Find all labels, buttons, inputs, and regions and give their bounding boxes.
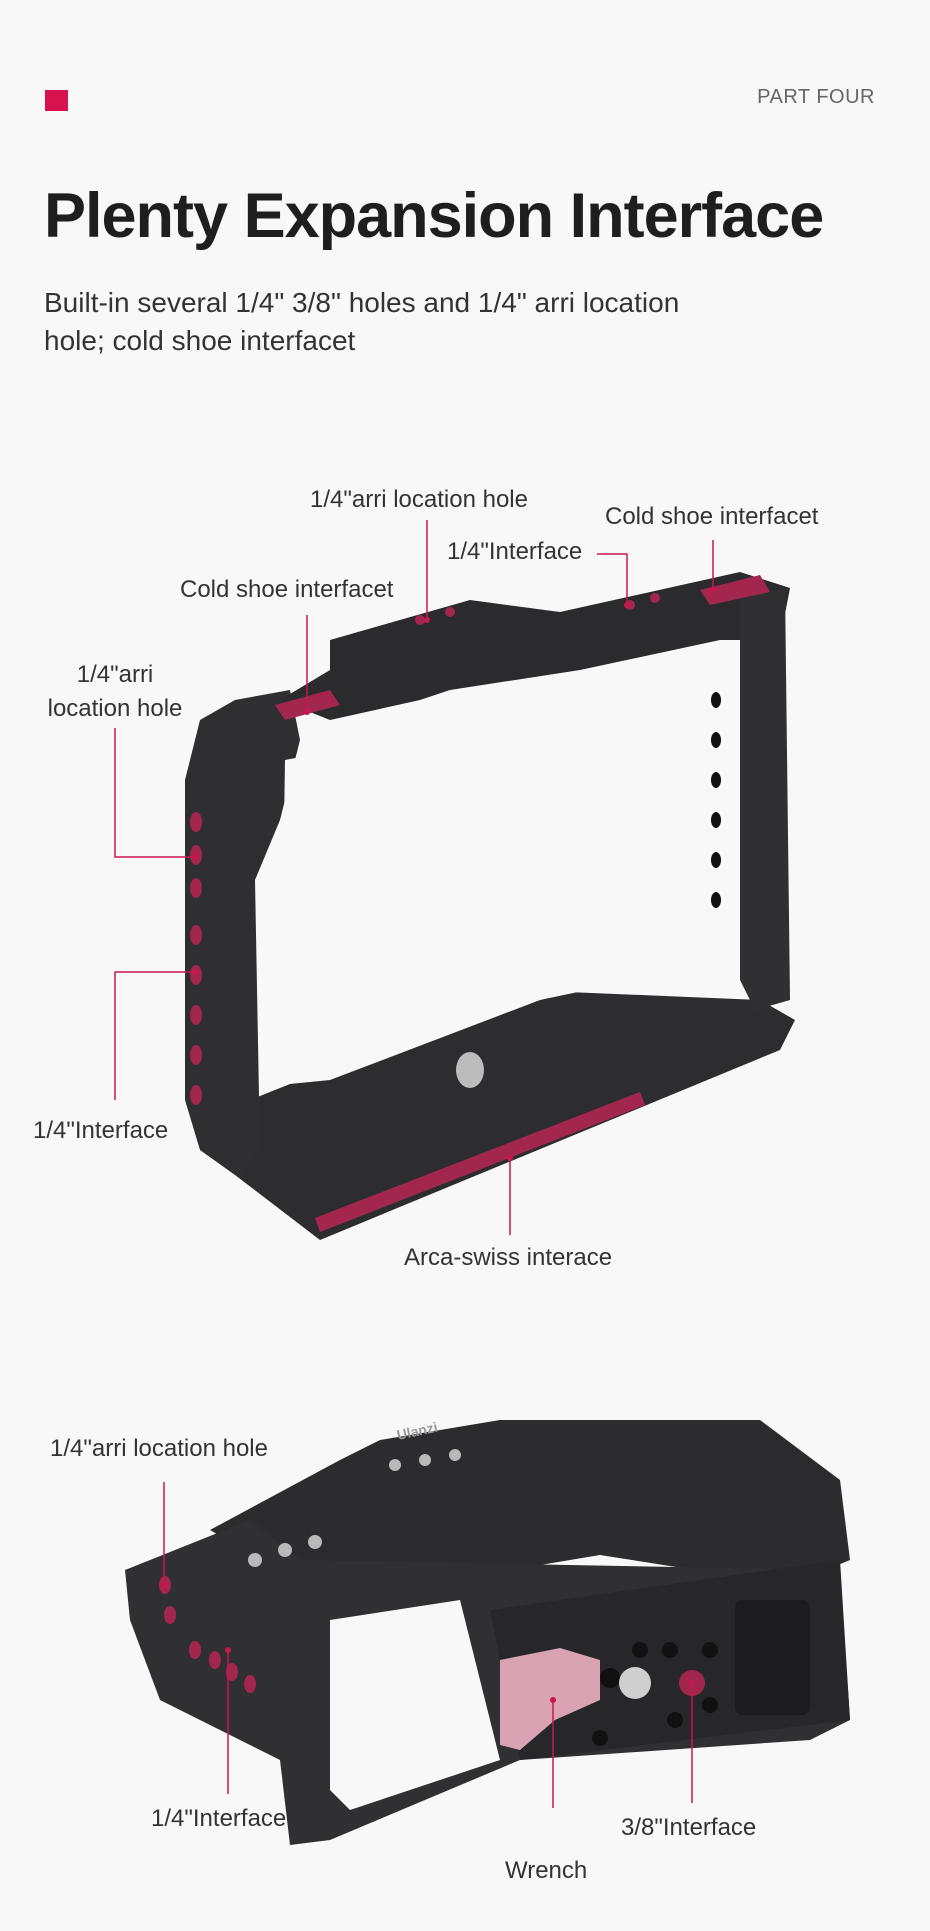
callout-cold-shoe-right: Cold shoe interfacet [605,503,819,530]
accent-square [45,90,68,111]
callout-wrench: Wrench [505,1857,588,1884]
base-plate [200,990,795,1240]
callout-cold-shoe-left: Cold shoe interfacet [180,576,394,603]
right-holes [711,692,721,908]
callout-interface-left: 1/4"Interface [33,1117,169,1144]
part-label: PART FOUR [757,86,875,108]
top-bar [280,572,790,720]
page-subtitle: Built-in several 1/4" 3/8" holes and 1/4… [44,287,680,356]
bottom-leader-lines [163,1482,693,1808]
cold-shoe-right [700,575,770,605]
top-leader-dots [192,587,716,1161]
bottom-opening [330,1600,500,1810]
page-title: Plenty Expansion Interface [44,181,824,251]
left-holes [190,812,202,1105]
bottom-panel-holes [592,1642,718,1746]
wrench [500,1648,600,1750]
bottom-screw [619,1667,651,1699]
top-cage-figure: 1/4"arri location hole Cold shoe interfa… [0,470,930,1290]
bottom-cage-figure: Ulanzi 1/4"arri location hole 1/4"Interf… [0,1400,930,1900]
callout-interface-top: 1/4"Interface [447,538,583,565]
callout-bottom-arri: 1/4"arri location hole [50,1435,268,1462]
bottom-rear-frame [210,1420,850,1600]
callout-arri-top: 1/4"arri location hole [310,486,528,513]
right-upright [740,588,790,1010]
top-leader-lines [114,520,714,1235]
bottom-leader-dots [161,1582,695,1703]
tripod-screw [456,1052,484,1088]
inner-opening [280,660,730,1085]
callout-arca: Arca-swiss interace [404,1244,613,1271]
bottom-cage-illustration: Ulanzi [125,1419,850,1845]
bottom-side-window [735,1600,810,1715]
left-upright [185,690,300,1175]
callout-arri-left: 1/4"arri location hole [47,661,183,722]
top-cage-illustration [114,520,795,1240]
arca-rail [315,1092,645,1232]
callout-bottom-38: 3/8"Interface [621,1814,757,1841]
callout-bottom-interface: 1/4"Interface [151,1805,287,1832]
bottom-top-bar-holes [248,1449,461,1567]
